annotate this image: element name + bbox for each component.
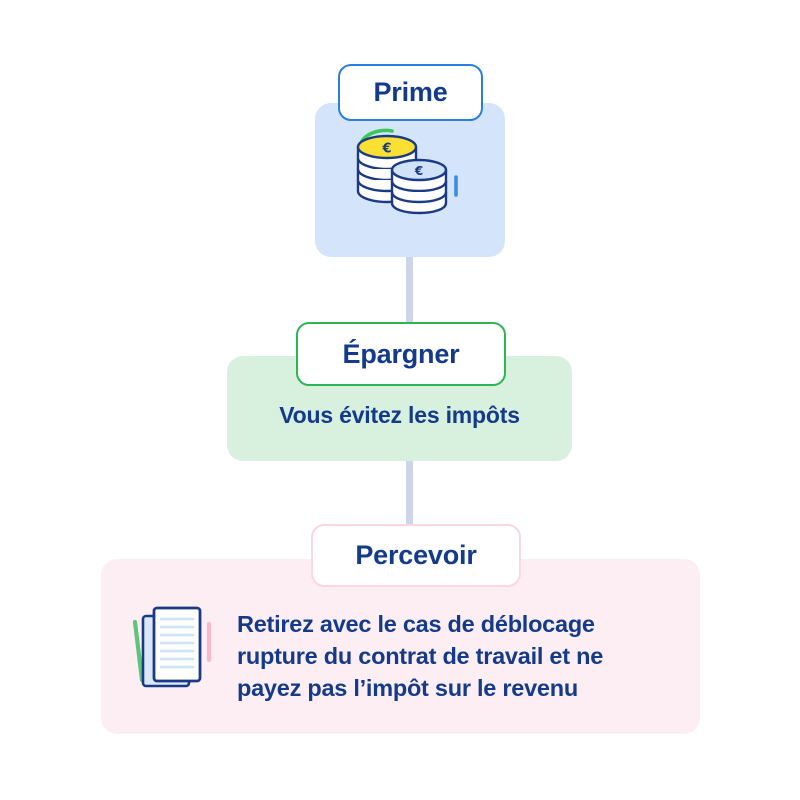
documents-icon — [129, 598, 215, 698]
step-label-percevoir[interactable]: Percevoir — [311, 524, 521, 587]
step-body-percevoir: Retirez avec le cas de déblocage rupture… — [237, 611, 604, 701]
step-label-prime[interactable]: Prime — [338, 64, 483, 121]
svg-text:€: € — [381, 142, 391, 157]
coins-euro-icon: € € — [348, 125, 463, 220]
step-body-epargner: Vous évitez les impôts — [279, 402, 520, 428]
step-label-prime-text: Prime — [373, 77, 448, 107]
step-label-percevoir-text: Percevoir — [355, 540, 477, 570]
step-label-epargner[interactable]: Épargner — [296, 322, 506, 386]
svg-text:€: € — [414, 164, 423, 178]
connector-prime-to-epargner — [406, 250, 413, 350]
step-label-epargner-text: Épargner — [342, 338, 460, 369]
connector-epargner-to-percevoir — [406, 455, 413, 560]
